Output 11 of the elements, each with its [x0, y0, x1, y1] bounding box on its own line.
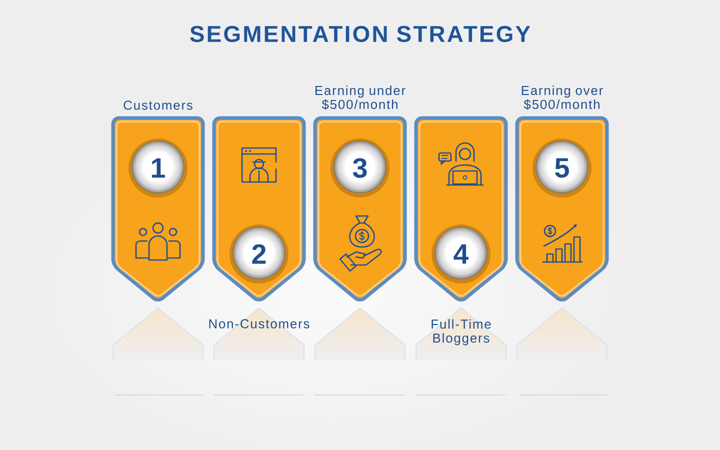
node-label: Non-Customers [209, 319, 310, 328]
number-badge: 5 [532, 138, 592, 198]
node-label: Full-Time Bloggers [432, 319, 491, 346]
number-badge: 4 [432, 224, 490, 284]
number-badge: 1 [128, 138, 188, 198]
node-label: Earning under $500/month [316, 86, 406, 110]
node-label: Earning over $500/month [522, 86, 603, 110]
title: SEGMENTATION STRATEGY [190, 26, 530, 42]
number-badge: 2 [230, 224, 288, 284]
node-label: Customers [124, 100, 192, 110]
number-badge: 3 [330, 138, 390, 198]
